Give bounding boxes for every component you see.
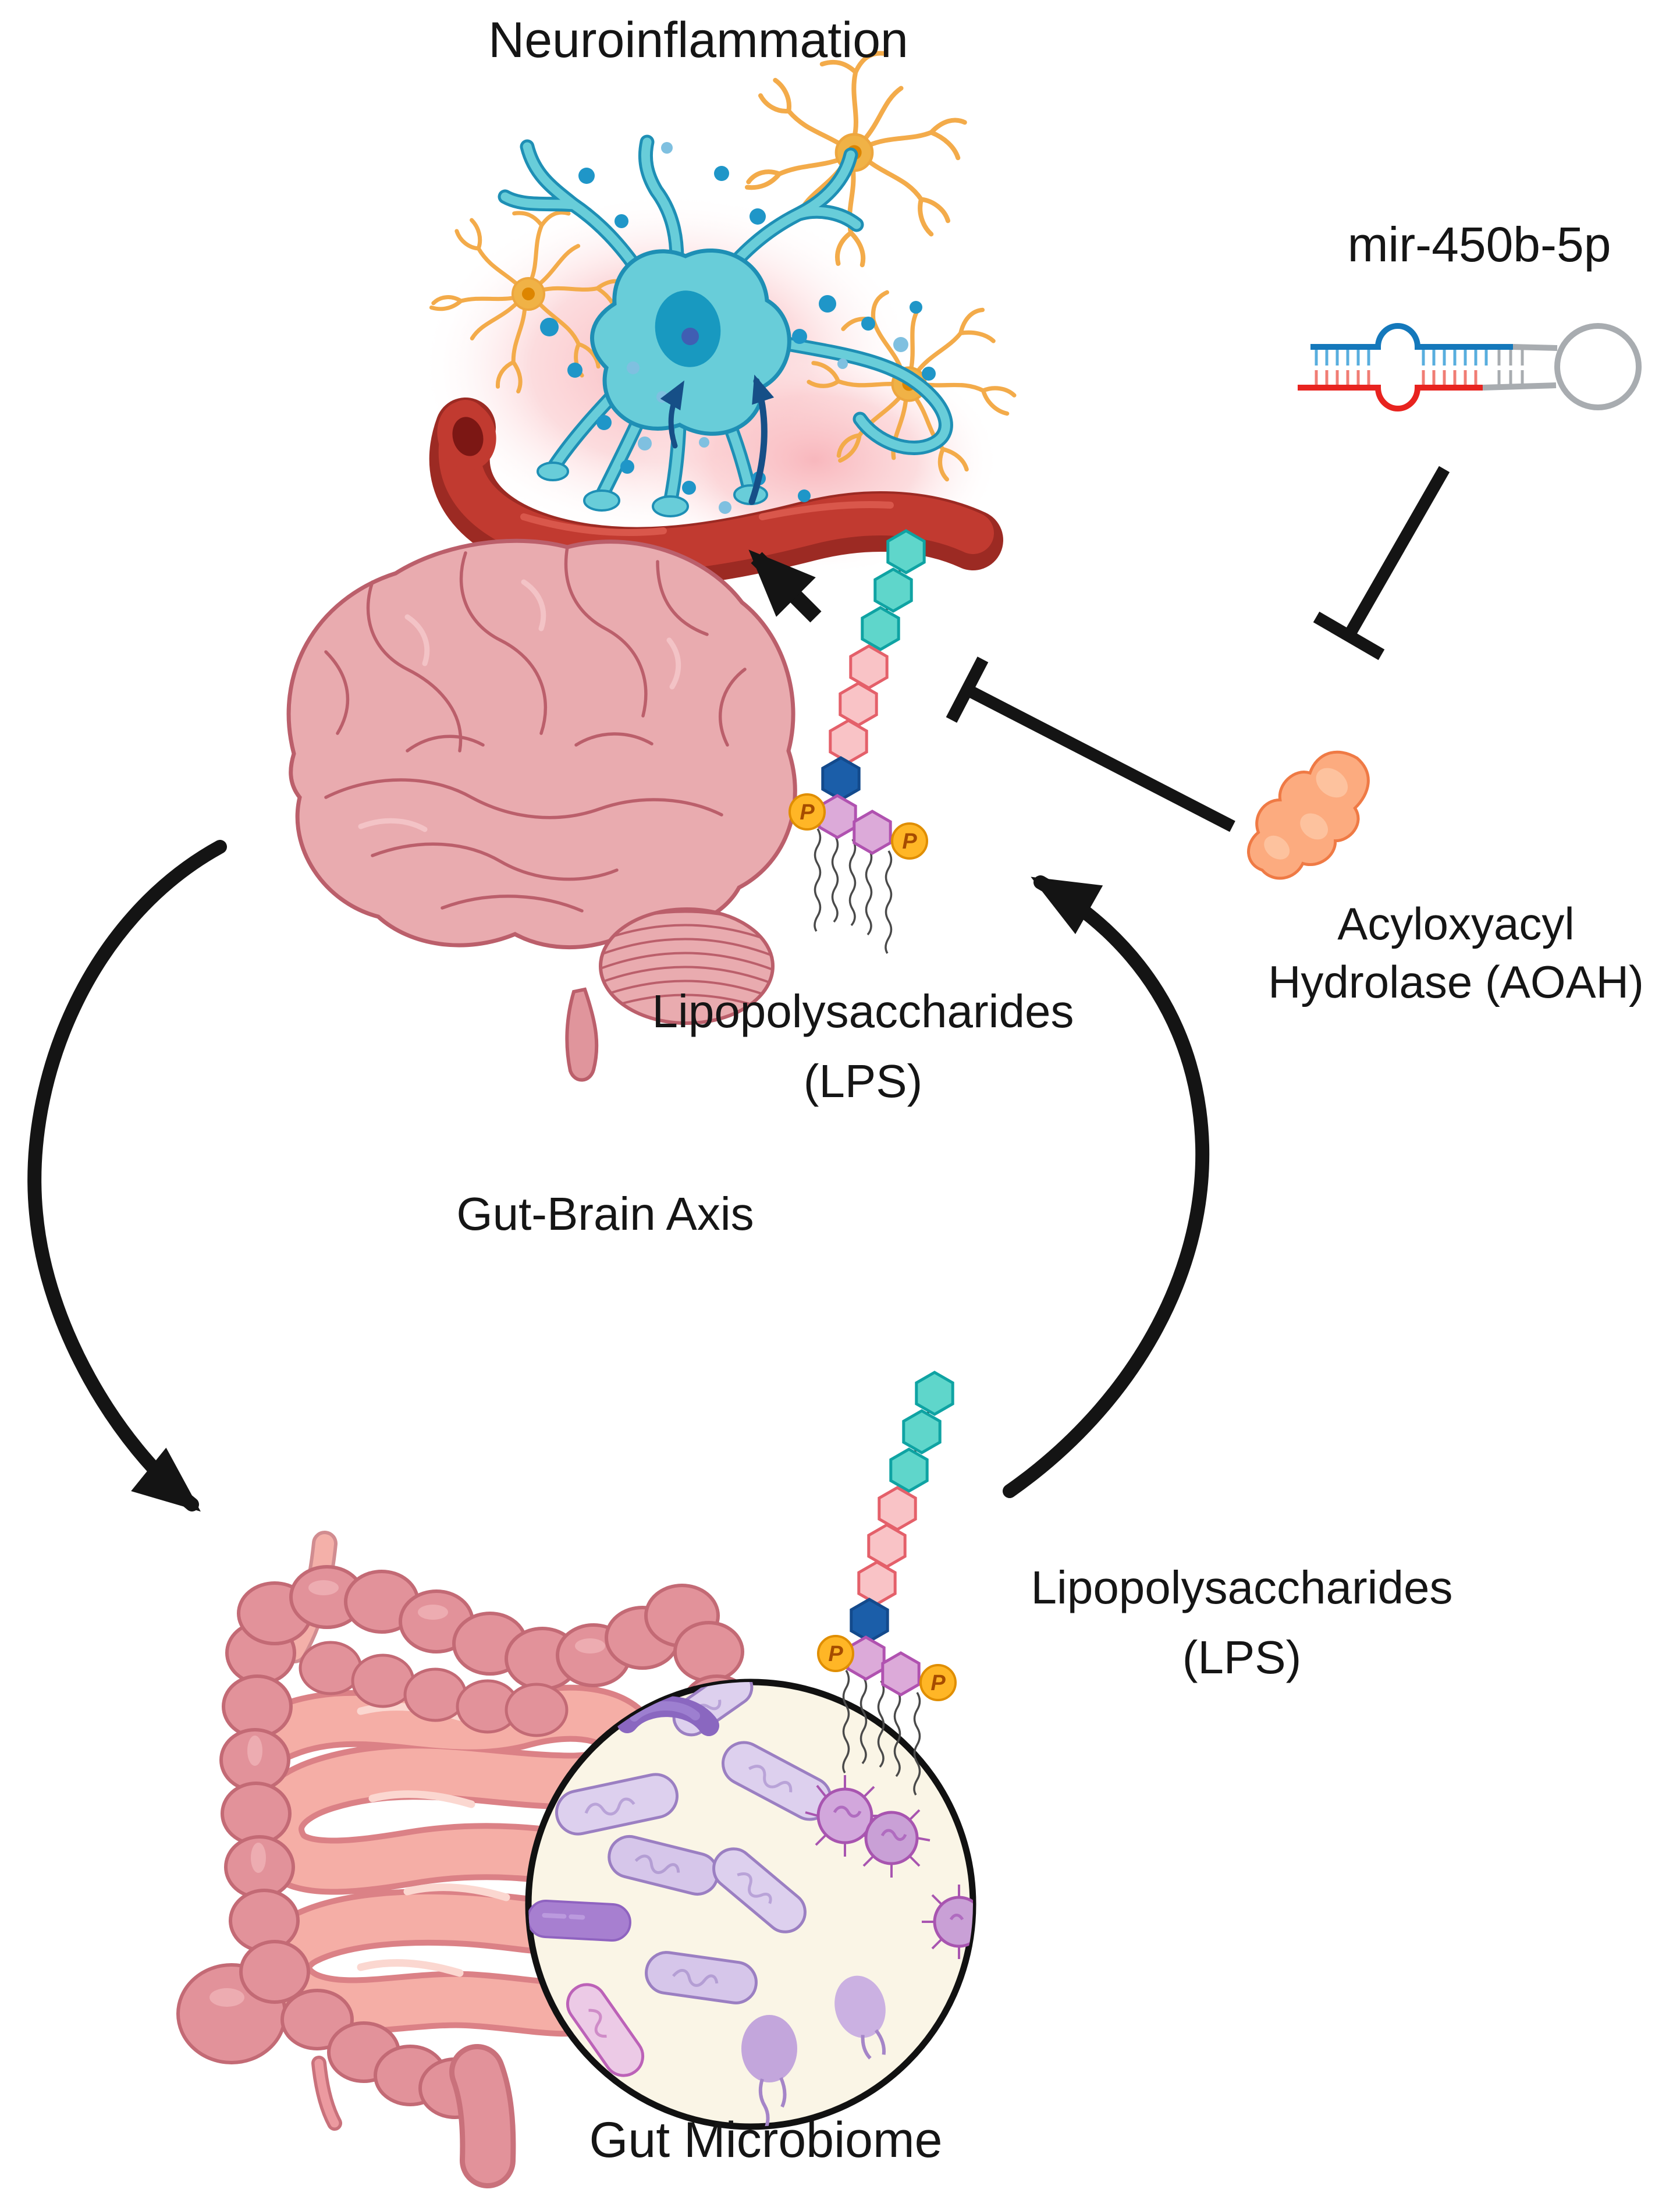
lps-gut-label-line1: Lipopolysaccharides xyxy=(1031,1562,1453,1613)
lps-brain-label-line2: (LPS) xyxy=(803,1055,923,1107)
neuroinflammation-illustration xyxy=(419,53,1047,588)
arrows xyxy=(27,466,1450,1512)
lps-brain-label: Lipopolysaccharides (LPS) xyxy=(652,977,1074,1116)
lps-brain-label-line1: Lipopolysaccharides xyxy=(652,985,1074,1037)
aoah-label-line2: Hydrolase (AOAH) xyxy=(1268,956,1644,1007)
lps-gut-label: Lipopolysaccharides (LPS) xyxy=(1031,1553,1453,1692)
bacteria-ovals xyxy=(741,1975,886,2127)
mirna-hairpin-icon xyxy=(1298,323,1642,411)
inhibition-aoah-lps xyxy=(946,657,1235,832)
bacteria-flagellated-rod xyxy=(528,1900,631,1942)
aoah-label-line1: Acyloxyacyl xyxy=(1337,898,1575,949)
arrow-lps-to-neuroinflammation xyxy=(748,549,822,623)
neuroinflammation-label: Neuroinflammation xyxy=(488,12,908,68)
arrow-brain-to-gut xyxy=(27,840,227,1512)
release-arrows xyxy=(660,374,775,505)
aoah-enzyme-icon xyxy=(1247,750,1370,880)
inhibition-mirna-aoah xyxy=(1313,466,1450,661)
gut-microbiome-label: Gut Microbiome xyxy=(589,2112,943,2168)
bacteria-cocci xyxy=(805,1775,973,1959)
aoah-label: Acyloxyacyl Hydrolase (AOAH) xyxy=(1268,895,1644,1012)
lps-molecule-top xyxy=(790,531,927,953)
gut-microbiome-circle xyxy=(525,1679,976,2130)
cytokine-dots xyxy=(540,142,936,514)
neuron-icon xyxy=(498,134,953,517)
gut-brain-axis-label: Gut-Brain Axis xyxy=(456,1188,754,1240)
lps-gut-label-line2: (LPS) xyxy=(1182,1631,1302,1683)
brain-icon xyxy=(286,538,797,1082)
bacteria-rods xyxy=(555,1682,833,2077)
mirna-label: mir-450b-5p xyxy=(1347,217,1611,272)
arrow-gut-lps-to-brain-lps xyxy=(1003,875,1210,1498)
